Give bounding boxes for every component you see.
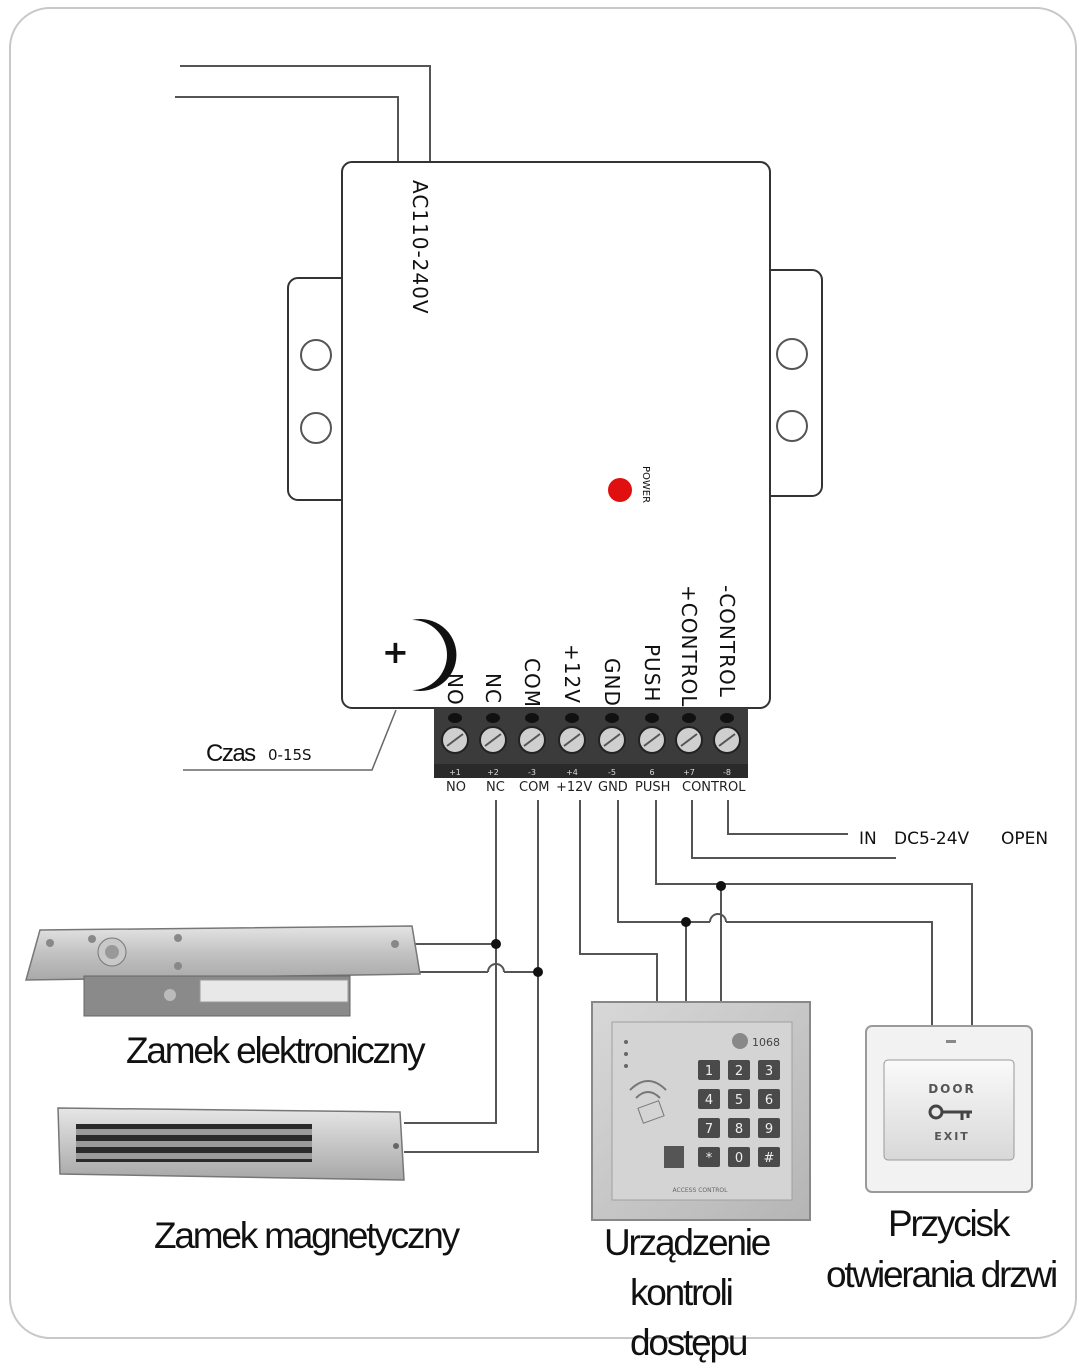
time-label: Czas bbox=[206, 740, 256, 767]
controller-body bbox=[341, 161, 771, 709]
terminal-wire-hole bbox=[645, 713, 659, 723]
exit-button-door-text: DOOR bbox=[928, 1082, 976, 1096]
terminal-screw-slot bbox=[523, 733, 541, 747]
control-in-label: IN bbox=[859, 829, 877, 849]
keypad-key-label: 9 bbox=[765, 1122, 773, 1137]
terminal-label-bottom: +12V bbox=[556, 780, 593, 795]
keypad-key-label: 3 bbox=[765, 1064, 773, 1079]
terminal-label-vertical: +12V bbox=[560, 643, 584, 704]
keypad-key-label: 0 bbox=[735, 1151, 743, 1166]
terminal-label-bottom: PUSH bbox=[635, 780, 671, 795]
terminal-number: -8 bbox=[723, 768, 731, 777]
keypad-key-label: 1 bbox=[705, 1064, 713, 1079]
terminal-number: -3 bbox=[528, 768, 536, 777]
control-open-label: OPEN bbox=[1001, 829, 1049, 849]
terminal-number: +4 bbox=[566, 768, 578, 777]
terminal-label-bottom: NO bbox=[446, 780, 466, 795]
keypad-key bbox=[758, 1060, 780, 1080]
keypad-image: 1 2 3 4 5 6 7 8 9 * 0 # bbox=[591, 1001, 811, 1221]
exit-button-label-line2: otwierania drzwi bbox=[826, 1254, 1058, 1295]
keypad-brand: 1068 bbox=[752, 1036, 780, 1049]
access-control-label-line1: Urządzenie bbox=[604, 1222, 771, 1263]
terminal-wire-hole bbox=[565, 713, 579, 723]
keypad-key-label: 4 bbox=[705, 1093, 713, 1108]
svg-text:+: + bbox=[382, 633, 409, 671]
keypad-key bbox=[758, 1118, 780, 1138]
ac-input-wires bbox=[175, 65, 431, 162]
terminal-screw-slot bbox=[680, 733, 698, 747]
keypad-key bbox=[758, 1089, 780, 1109]
terminal-block bbox=[434, 708, 748, 778]
control-range-label: DC5-24V bbox=[894, 829, 970, 849]
keypad-key bbox=[698, 1147, 720, 1167]
magnetic-lock-label: Zamek magnetyczny bbox=[154, 1215, 460, 1256]
terminal-number: +1 bbox=[449, 768, 461, 777]
terminal-label-bottom: GND bbox=[598, 780, 628, 795]
keypad-key bbox=[728, 1147, 750, 1167]
terminal-label-vertical: PUSH bbox=[640, 643, 664, 703]
terminal-wire-hole bbox=[605, 713, 619, 723]
terminal-label-vertical: -CONTROL bbox=[715, 585, 739, 699]
electronic-lock-image bbox=[25, 925, 421, 1017]
exit-button-exit-text: EXIT bbox=[934, 1130, 970, 1143]
terminal-screw-slot bbox=[484, 733, 502, 747]
access-control-label-line2: kontroli bbox=[630, 1272, 734, 1313]
terminal-wire-hole bbox=[525, 713, 539, 723]
keypad-caption: ACCESS CONTROL bbox=[673, 1187, 729, 1194]
terminal-number: 6 bbox=[649, 768, 654, 777]
terminal-wire-hole bbox=[486, 713, 500, 723]
terminal-label-vertical: GND bbox=[600, 658, 624, 708]
terminal-wire-hole bbox=[448, 713, 462, 723]
keypad-key bbox=[728, 1118, 750, 1138]
terminal-label-vertical: NO bbox=[443, 672, 467, 706]
keypad-key-label: 6 bbox=[765, 1093, 773, 1108]
keypad-key bbox=[728, 1060, 750, 1080]
keypad-key bbox=[728, 1089, 750, 1109]
time-value: 0-15S bbox=[268, 746, 312, 764]
keypad-key-label: 2 bbox=[735, 1064, 743, 1079]
keypad-key bbox=[698, 1060, 720, 1080]
magnetic-lock-image bbox=[57, 1107, 405, 1181]
terminal-number: +7 bbox=[683, 768, 695, 777]
wire-junctions bbox=[491, 881, 726, 977]
terminal-label-bottom: COM bbox=[519, 780, 550, 795]
keypad-key bbox=[698, 1118, 720, 1138]
terminal-screw-slot bbox=[643, 733, 661, 747]
terminal-label-vertical: NC bbox=[481, 672, 505, 704]
ac-input-label: AC110-240V bbox=[408, 180, 432, 315]
diagram-frame bbox=[9, 7, 1077, 1339]
power-led bbox=[608, 478, 632, 502]
terminal-number: +2 bbox=[487, 768, 499, 777]
keypad-key-label: 8 bbox=[735, 1122, 743, 1137]
terminal-wire-hole bbox=[682, 713, 696, 723]
exit-button-label-line1: Przycisk bbox=[888, 1203, 1010, 1244]
terminal-screw-slot bbox=[603, 733, 621, 747]
keypad-key-label: 7 bbox=[705, 1122, 713, 1137]
access-control-label-line3: dostępu bbox=[630, 1322, 748, 1363]
keypad-key bbox=[698, 1089, 720, 1109]
keypad-key-label: 5 bbox=[735, 1093, 743, 1108]
terminal-number: -5 bbox=[608, 768, 616, 777]
terminal-label-bottom: CONTROL bbox=[682, 780, 746, 795]
wiring bbox=[404, 800, 973, 1153]
terminal-label-bottom: NC bbox=[486, 780, 505, 795]
time-adjust-icon: + bbox=[382, 619, 457, 691]
exit-button-image bbox=[865, 1025, 1033, 1193]
electronic-lock-label: Zamek elektroniczny bbox=[126, 1030, 426, 1071]
power-led-label: POWER bbox=[640, 466, 651, 504]
terminal-wire-hole bbox=[720, 713, 734, 723]
terminal-screw-slot bbox=[563, 733, 581, 747]
keypad-key-label: # bbox=[764, 1151, 775, 1166]
keypad-key bbox=[758, 1147, 780, 1167]
terminal-label-vertical: COM bbox=[520, 658, 544, 709]
keypad-key-label: * bbox=[706, 1151, 713, 1166]
terminal-label-vertical: +CONTROL bbox=[677, 585, 701, 708]
time-leader-line bbox=[183, 709, 397, 771]
terminal-screw-slot bbox=[718, 733, 736, 747]
terminal-screw-slot bbox=[446, 733, 464, 747]
